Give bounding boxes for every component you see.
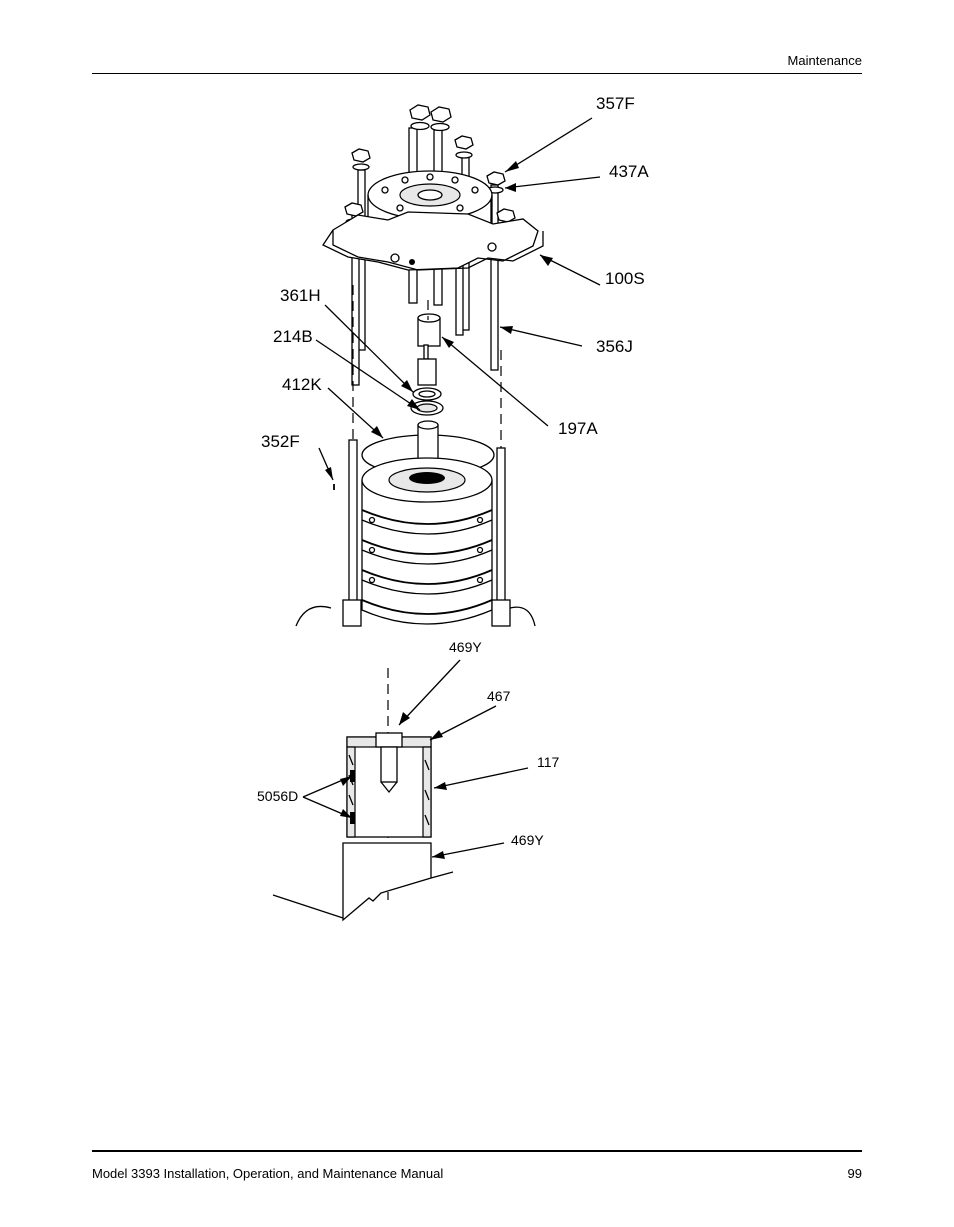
top-exploded-view: 357F 437A 100S 361H 214B 356J 412K 197A … — [261, 94, 649, 627]
plate-100S — [322, 211, 544, 271]
body-base — [295, 605, 332, 627]
label-469Y-bottom: 469Y — [511, 832, 544, 848]
label-197A: 197A — [558, 419, 598, 438]
ring-412K — [410, 400, 444, 416]
label-117: 117 — [537, 754, 560, 770]
label-357F: 357F — [596, 94, 635, 113]
label-214B: 214B — [273, 327, 313, 346]
label-361H: 361H — [280, 286, 321, 305]
section-header: Maintenance — [787, 53, 862, 68]
label-352F: 352F — [261, 432, 300, 451]
label-437A: 437A — [609, 162, 649, 181]
bottom-section-view: 469Y 467 117 5056D 469Y — [257, 639, 560, 922]
label-469Y-top: 469Y — [449, 639, 482, 655]
seal-5056D — [350, 770, 355, 782]
leader-lines-bottom — [302, 659, 529, 859]
bonnet-flange — [367, 170, 493, 241]
manual-title: Model 3393 Installation, Operation, and … — [92, 1166, 444, 1181]
stem-361H — [417, 344, 437, 386]
bushing-197A — [417, 313, 441, 347]
header-rule — [92, 73, 862, 74]
label-5056D: 5056D — [257, 788, 298, 804]
label-412K: 412K — [282, 375, 322, 394]
bolt-469Y — [375, 732, 403, 794]
leader-lines-top — [315, 117, 601, 481]
page-number: 99 — [847, 1166, 862, 1181]
footer-rule — [92, 1150, 862, 1152]
lower-block — [272, 842, 454, 922]
label-467: 467 — [487, 688, 511, 704]
ring-214B — [412, 387, 442, 401]
label-356J: 356J — [596, 337, 633, 356]
label-100S: 100S — [605, 269, 645, 288]
actuator-body — [361, 457, 493, 625]
